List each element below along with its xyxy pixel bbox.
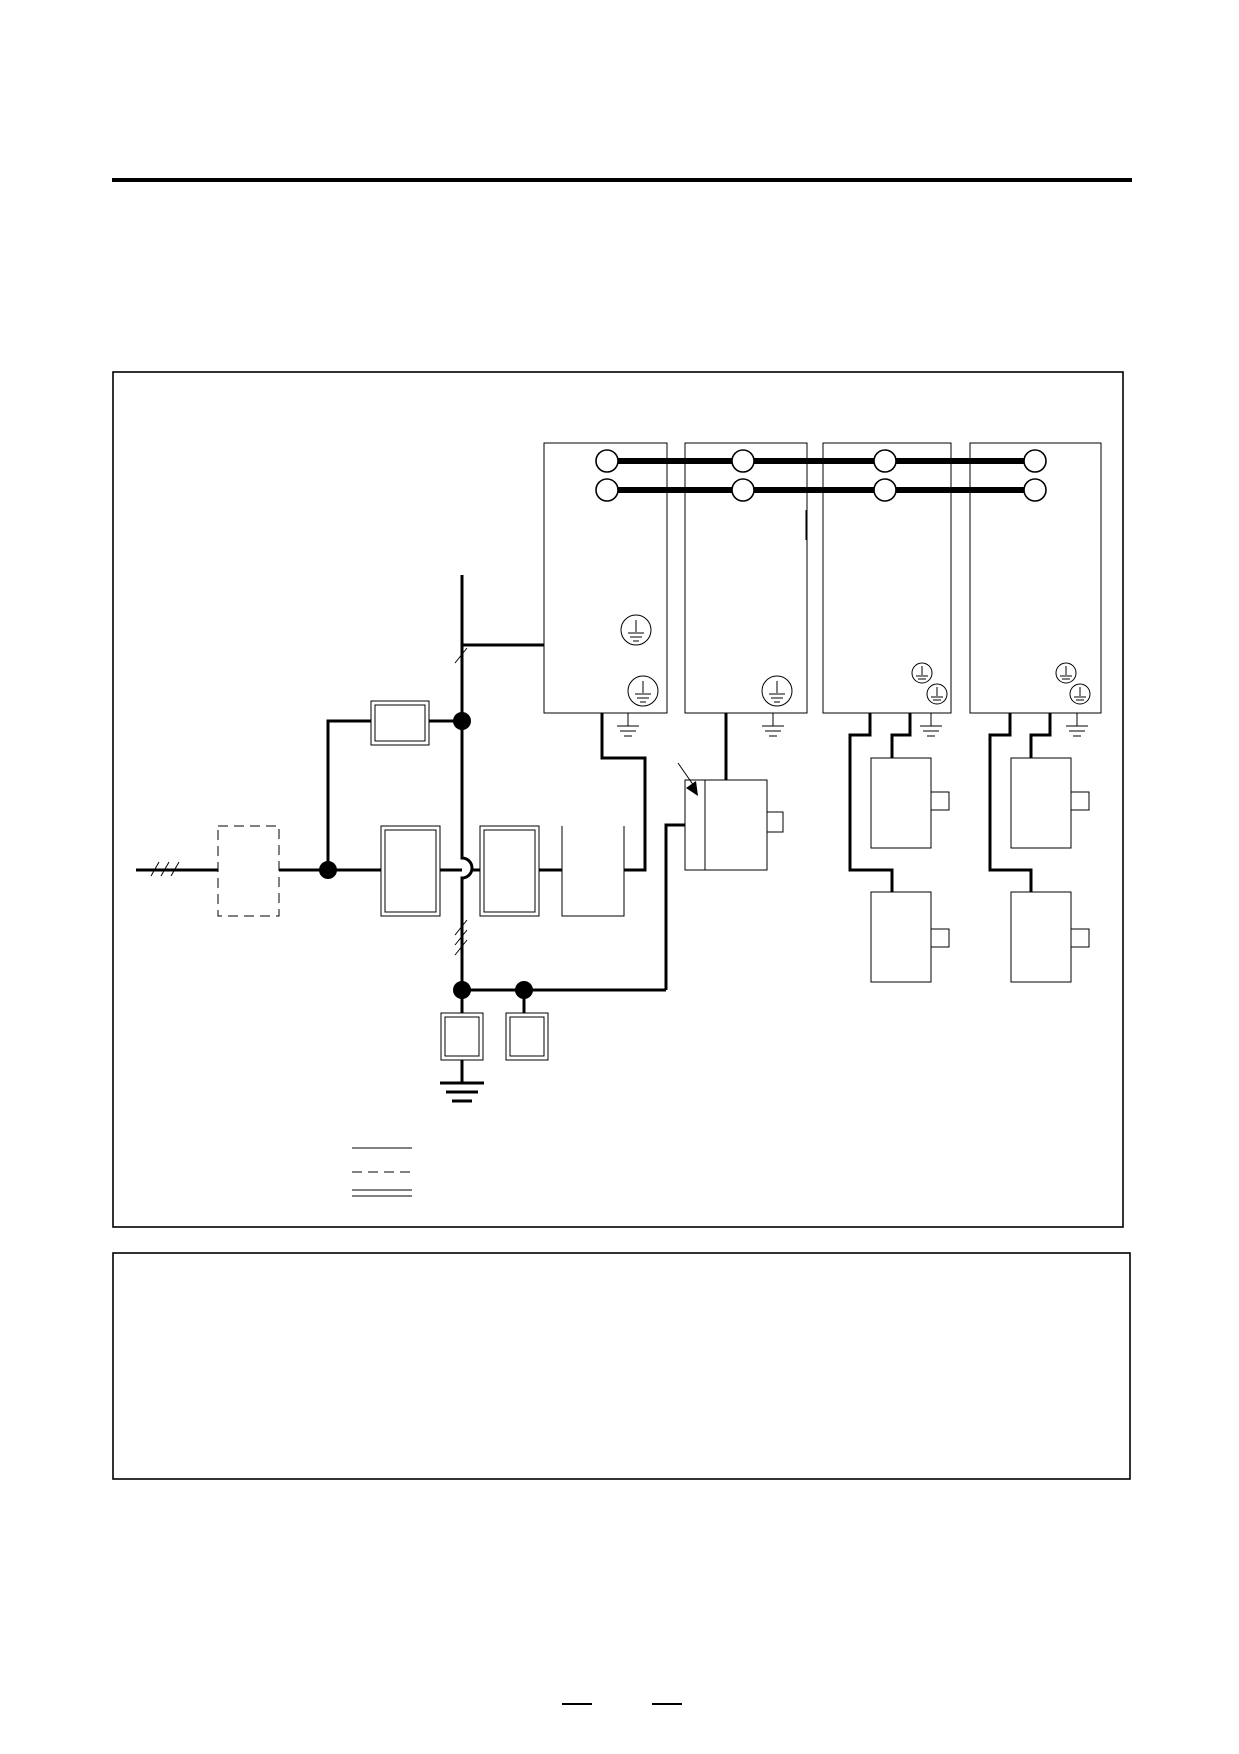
pointer-arrow (677, 762, 698, 796)
box-right-double (479, 825, 540, 917)
circuit-breaker-dashed (217, 825, 280, 917)
motor-2 (870, 891, 950, 983)
arrowed-device (684, 779, 784, 871)
amplifier-module-3 (822, 442, 952, 714)
small-box-upper (370, 700, 430, 746)
module-ground-stubs (617, 713, 1088, 737)
ground-box-1 (440, 1012, 484, 1061)
amplifier-module-1 (543, 442, 668, 714)
amplifier-module-2 (684, 442, 808, 714)
box-left-double (380, 825, 441, 917)
motor-3 (1010, 757, 1090, 849)
motor-1 (870, 757, 950, 849)
line-legend (352, 1147, 412, 1197)
dc-link-bus (595, 449, 1047, 540)
open-box (561, 826, 625, 917)
ground-box-2 (505, 1012, 549, 1061)
power-input (136, 861, 218, 877)
amplifier-module-4 (969, 442, 1102, 714)
notes-box (112, 1252, 1131, 1480)
diagram-frame (112, 371, 1124, 1228)
motor-4 (1010, 891, 1090, 983)
ground-symbol (440, 1081, 484, 1103)
